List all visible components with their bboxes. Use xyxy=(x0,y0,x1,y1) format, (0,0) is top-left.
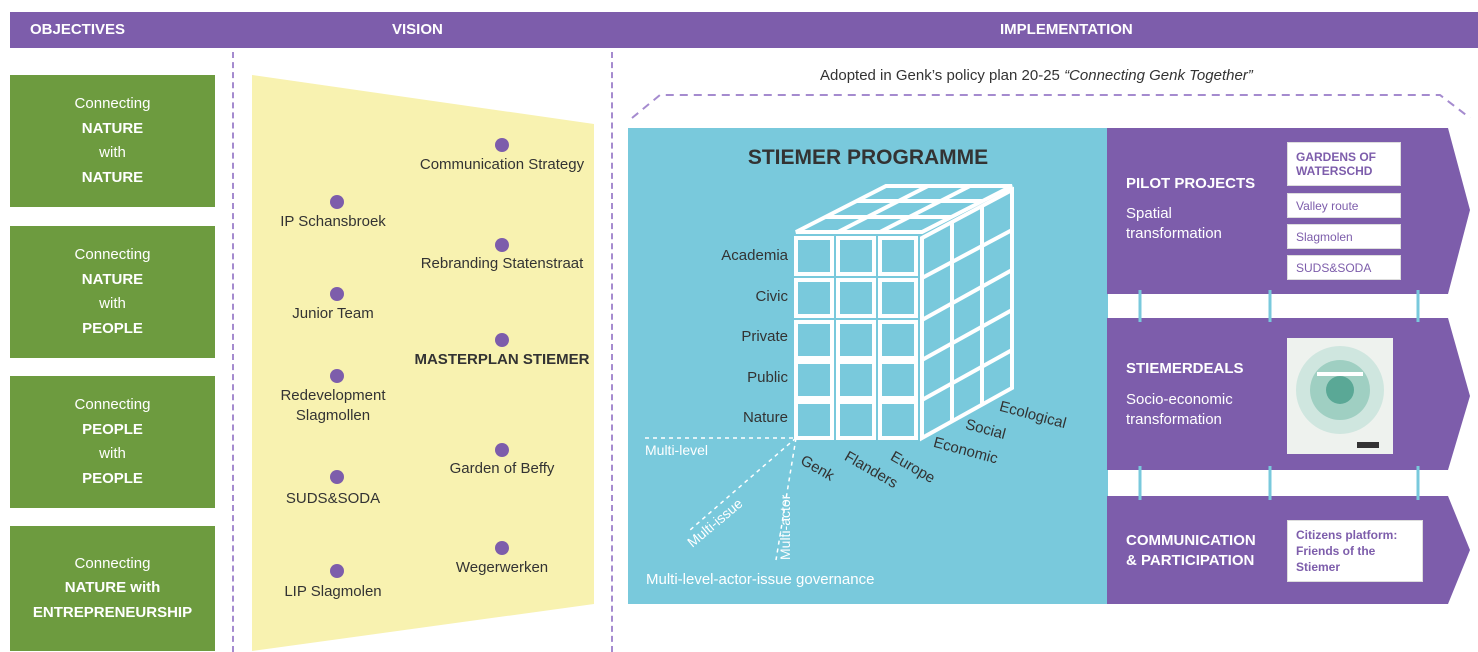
actor-label: Civic xyxy=(755,288,789,305)
header-objectives: OBJECTIVES xyxy=(30,21,126,38)
separator-vision-implementation xyxy=(611,52,613,652)
vision-item-suds-soda: SUDS&SODA xyxy=(285,490,381,507)
tag-valley-route: Valley route xyxy=(1287,193,1401,218)
pilot-projects-sub1: Spatial xyxy=(1126,205,1172,222)
vision-dot xyxy=(495,443,509,457)
stiemerdeals-sub2: transformation xyxy=(1126,411,1222,428)
vision-dot xyxy=(330,369,344,383)
vision-item-rebranding-statenstraat: Rebranding Statenstraat xyxy=(420,255,584,272)
tag-gardens-of-waterschd: GARDENS OF WATERSCHD xyxy=(1287,142,1401,186)
stiemerdeals-sub1: Socio-economic xyxy=(1126,391,1233,408)
stiemerdeals-title: STIEMERDEALS xyxy=(1126,360,1244,377)
separator-objectives-vision xyxy=(232,52,234,652)
pilot-projects-title: PILOT PROJECTS xyxy=(1126,175,1256,192)
pilot-projects-sub2: transformation xyxy=(1126,225,1222,242)
tag-citizens-platform: Citizens platform: Friends of the Stieme… xyxy=(1287,520,1423,582)
tag-suds-soda: SUDS&SODA xyxy=(1287,255,1401,280)
tag-slagmolen: Slagmolen xyxy=(1287,224,1401,249)
actor-label: Public xyxy=(747,369,788,386)
programme-title: STIEMER PROGRAMME xyxy=(747,146,989,169)
vision-dot xyxy=(330,470,344,484)
vision-item-ip-schansbroek: IP Schansbroek xyxy=(280,213,386,230)
vision-item-masterplan-stiemer: MASTERPLAN STIEMER xyxy=(414,351,590,368)
actor-label: Academia xyxy=(721,247,788,264)
vision-item-communication-strategy: Communication Strategy xyxy=(419,156,585,173)
vision-item-wegerwerken: Wegerwerken xyxy=(455,559,549,576)
gov-label-multi-actor: Multi-actor xyxy=(777,494,793,560)
vision-item-junior-team: Junior Team xyxy=(292,305,374,322)
vision-dot xyxy=(330,564,344,578)
communication-title1: COMMUNICATION xyxy=(1126,532,1256,549)
vision-item-lip-slagmolen: LIP Slagmolen xyxy=(284,583,382,600)
stiemerdeals-poster-image xyxy=(1287,338,1393,454)
vision-dot xyxy=(495,541,509,555)
governance-caption: Multi-level-actor-issue governance xyxy=(646,571,875,588)
vision-item-redevelopment-slagmollen: Redevelopment Slagmollen xyxy=(280,387,386,424)
header-vision: VISION xyxy=(392,21,443,38)
adopted-caption: Adopted in Genk’s policy plan 20-25 “Con… xyxy=(820,67,1253,84)
gov-label-multi-level: Multi-level xyxy=(645,442,709,458)
header-bar xyxy=(10,12,1478,48)
vision-dot xyxy=(495,238,509,252)
actor-label: Private xyxy=(741,328,788,345)
actor-label: Nature xyxy=(742,409,788,426)
vision-item-garden-of-beffy: Garden of Beffy xyxy=(449,460,555,477)
vision-dot xyxy=(495,333,509,347)
vision-dot xyxy=(330,287,344,301)
vision-dot xyxy=(495,138,509,152)
communication-title2: & PARTICIPATION xyxy=(1126,552,1255,569)
vision-dot xyxy=(330,195,344,209)
header-implementation: IMPLEMENTATION xyxy=(1000,21,1133,38)
